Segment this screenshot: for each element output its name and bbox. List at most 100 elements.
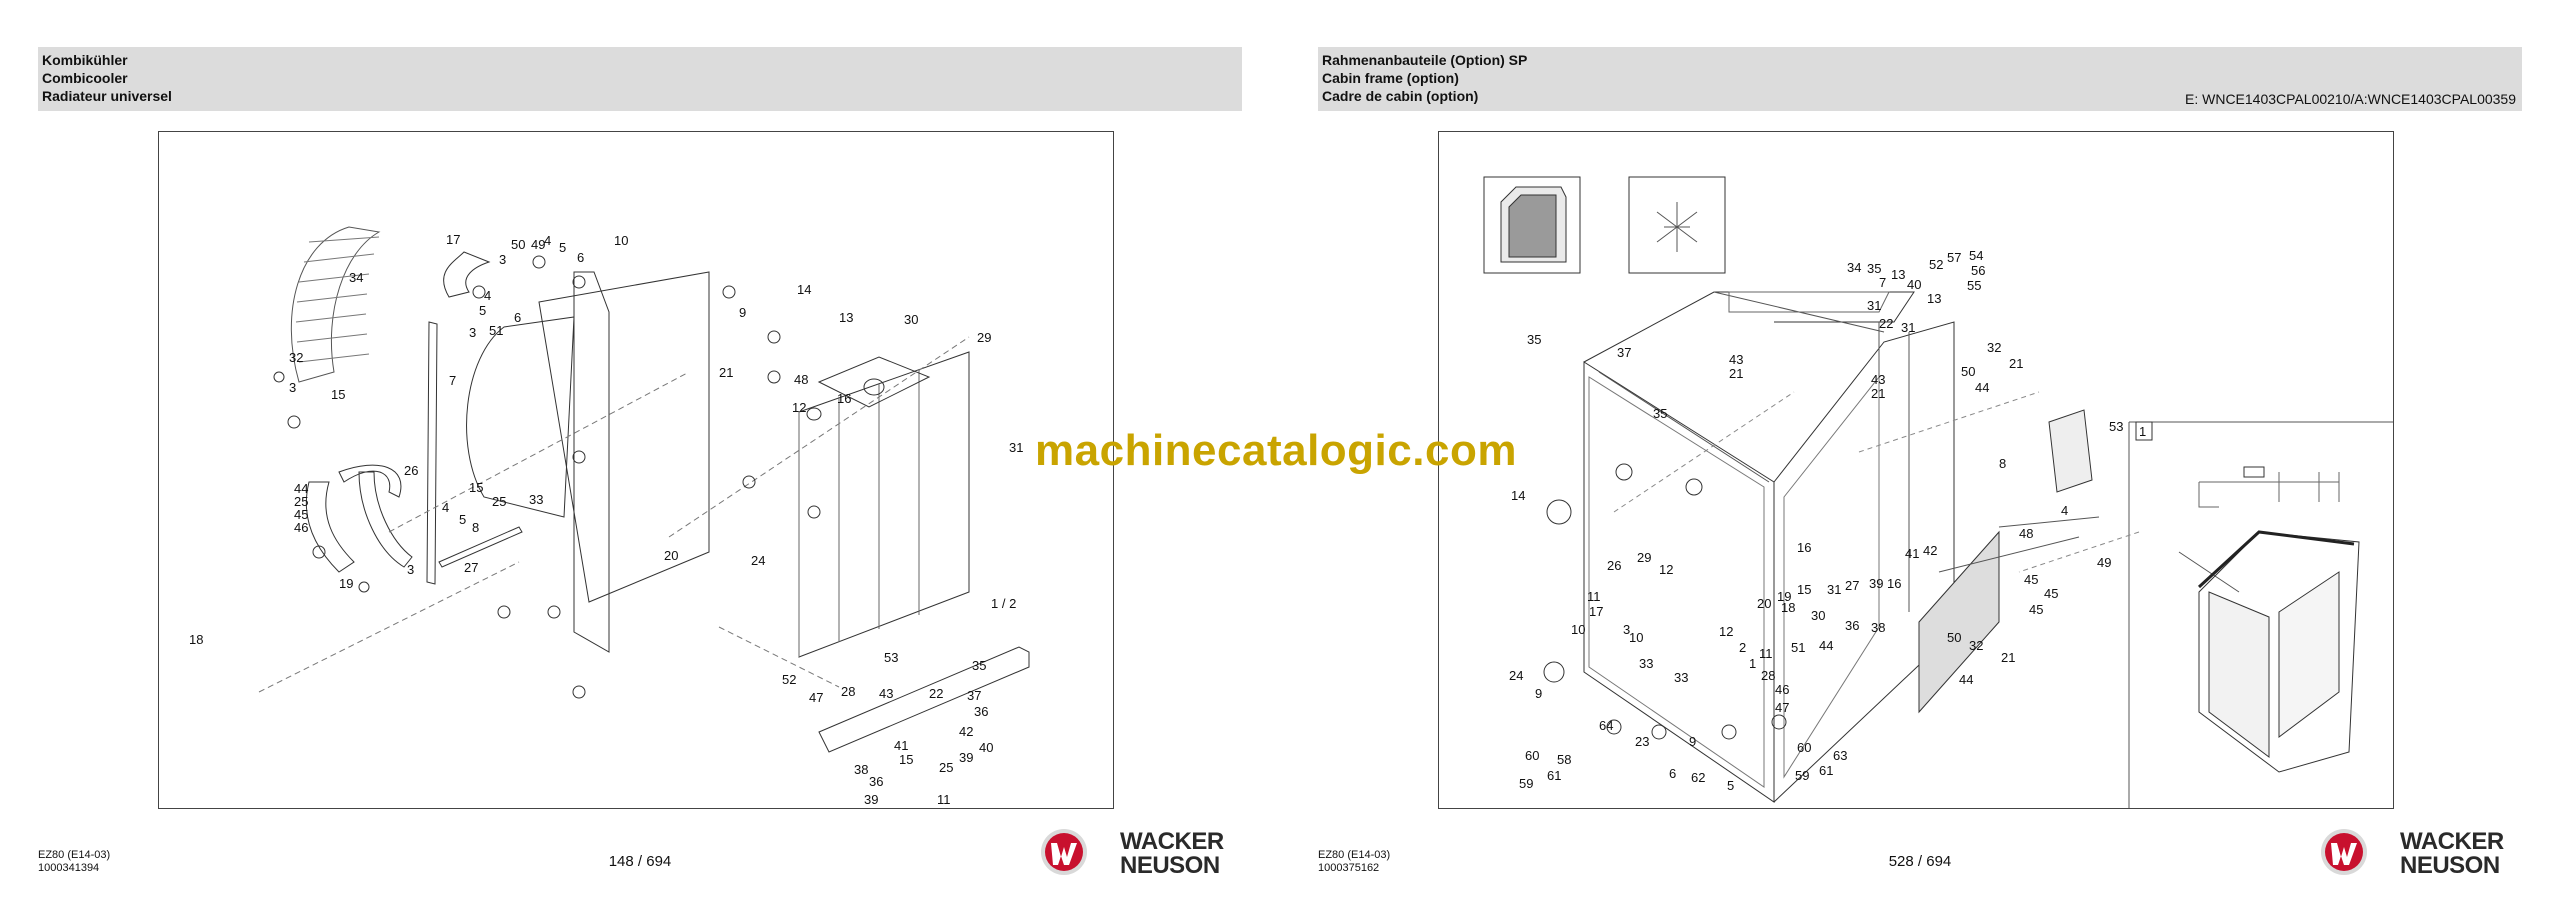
callout: 5 (459, 512, 466, 527)
callout: 45 (2024, 572, 2038, 587)
callout: 61 (1819, 763, 1833, 778)
title-block: Kombikühler Combicooler Radiateur univer… (42, 51, 172, 105)
callout: 32 (289, 350, 303, 365)
callout: 5 (479, 303, 486, 318)
title-french: Radiateur universel (42, 88, 172, 104)
callout: 43 (1729, 352, 1743, 367)
callout: 10 (1571, 622, 1585, 637)
callout: 4 (2061, 503, 2068, 518)
callout: 11 (1587, 589, 1601, 604)
callout: 16 (837, 391, 851, 406)
callout: 21 (1871, 386, 1885, 401)
callout: 49 (2097, 555, 2111, 570)
callout: 54 (1969, 248, 1983, 263)
callout: 41 (894, 738, 908, 753)
callout: 47 (809, 690, 823, 705)
callout: 21 (719, 365, 733, 380)
page-number: 528 / 694 (1888, 853, 1952, 870)
callout: 32 (1969, 638, 1983, 653)
callout: 59 (1795, 768, 1809, 783)
footer-model-info: EZ80 (E14-03) 1000341394 (38, 849, 110, 875)
callout: 12 (1719, 624, 1733, 639)
title-english: Combicooler (42, 70, 128, 86)
callout: 3 (289, 380, 296, 395)
page-number: 148 / 694 (608, 853, 672, 870)
callout: 3 (1623, 622, 1630, 637)
callout: 50 (1947, 630, 1961, 645)
brand-line-1: WACKER (2400, 828, 2504, 855)
callout: 44 (294, 481, 308, 496)
callout: 10 (614, 233, 628, 248)
callout: 36 (869, 774, 883, 789)
callout: 11 (937, 792, 951, 807)
callout: 13 (839, 310, 853, 325)
serial-range: E: WNCE1403CPAL00210/A:WNCE1403CPAL00359 (2185, 91, 2516, 107)
callout: 15 (1797, 582, 1811, 597)
callout: 51 (489, 323, 503, 338)
callout: 31 (1867, 298, 1881, 313)
exploded-diagram-combicooler: 34 17 50 49 4 5 10 6 3 4 5 3 51 6 9 21 7… (158, 131, 1114, 809)
callout: 27 (464, 560, 478, 575)
exploded-diagram-cabin-frame: 1 34 35 7 52 57 54 56 13 40 55 13 31 22 … (1438, 131, 2394, 809)
callout: 13 (1927, 291, 1941, 306)
callout: 38 (1871, 620, 1885, 635)
callout: 49 (531, 237, 545, 252)
callout: 3 (469, 325, 476, 340)
callout: 6 (577, 250, 584, 265)
callout: 39 (864, 792, 878, 807)
document-number: 1000341394 (38, 862, 100, 874)
callout: 1 (1749, 656, 1756, 671)
callout: 22 (1879, 316, 1893, 331)
callout: 56 (1971, 263, 1985, 278)
callout: 43 (1871, 372, 1885, 387)
callout: 40 (1907, 277, 1921, 292)
callout: 43 (879, 686, 893, 701)
callout: 8 (1999, 456, 2006, 471)
callout: 52 (782, 672, 796, 687)
footer-model-info: EZ80 (E14-03) 1000375162 (1318, 849, 1390, 875)
callout: 27 (1845, 578, 1859, 593)
callout: 35 (1527, 332, 1541, 347)
callout: 47 (1775, 700, 1789, 715)
callout: 24 (751, 553, 765, 568)
title-german: Rahmenanbauteile (Option) SP (1322, 52, 1528, 68)
callout: 8 (472, 520, 479, 535)
callout: 4 (484, 288, 491, 303)
wacker-neuson-emblem-icon (2321, 829, 2367, 875)
callout: 25 (492, 494, 506, 509)
callout: 21 (2009, 356, 2023, 371)
callout: 9 (1689, 734, 1696, 749)
callout: 28 (1761, 668, 1775, 683)
callout: 18 (189, 632, 203, 647)
callout: 6 (514, 310, 521, 325)
callout: 60 (1525, 748, 1539, 763)
callout: 30 (1811, 608, 1825, 623)
callout: 28 (841, 684, 855, 699)
callout: 2 (1739, 640, 1746, 655)
callout: 29 (977, 330, 991, 345)
callout: 16 (1797, 540, 1811, 555)
callout: 21 (2001, 650, 2015, 665)
callout: 18 (1781, 600, 1795, 615)
callout: 21 (1729, 366, 1743, 381)
callout: 38 (854, 762, 868, 777)
callout: 53 (884, 650, 898, 665)
callout: 25 (939, 760, 953, 775)
callout: 62 (1691, 770, 1705, 785)
callout: 35 (1653, 406, 1667, 421)
callout: 45 (2029, 602, 2043, 617)
combicooler-drawing: 34 17 50 49 4 5 10 6 3 4 5 3 51 6 9 21 7… (189, 226, 1030, 807)
wacker-neuson-emblem-icon (1041, 829, 1087, 875)
callout-labels: 34 17 50 49 4 5 10 6 3 4 5 3 51 6 9 21 7… (189, 232, 1023, 807)
callout: 39 (1869, 576, 1883, 591)
callout: 5 (559, 240, 566, 255)
callout: 44 (1959, 672, 1973, 687)
callout: 15 (899, 752, 913, 767)
callout: 57 (1947, 250, 1961, 265)
callout: 39 (959, 750, 973, 765)
callout: 13 (1891, 267, 1905, 282)
callout: 9 (1535, 686, 1542, 701)
callout: 25 (294, 494, 308, 509)
callout: 60 (1797, 740, 1811, 755)
title-block: Rahmenanbauteile (Option) SP Cabin frame… (1322, 51, 1527, 105)
